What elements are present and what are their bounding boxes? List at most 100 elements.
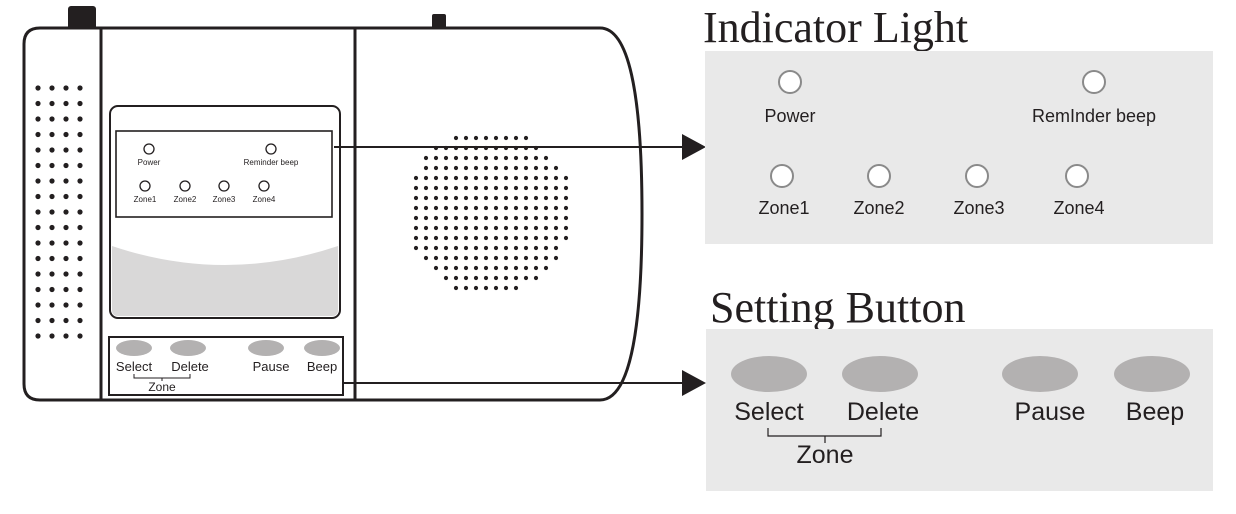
led-zone1-small — [139, 180, 151, 192]
grille-hole — [77, 333, 83, 339]
beep-button-small[interactable] — [304, 340, 340, 356]
speaker-hole — [513, 175, 519, 181]
arrows — [334, 134, 706, 396]
speaker-hole — [483, 285, 489, 291]
speaker-hole — [453, 215, 459, 221]
speaker-hole — [543, 165, 549, 171]
setting-button-panel: Setting Button Select Delete Pause Beep … — [706, 283, 1213, 491]
led-power-small — [143, 143, 155, 155]
label-zone-small: Zone — [148, 380, 176, 394]
speaker-hole — [493, 135, 499, 141]
label-delete: Delete — [847, 398, 919, 426]
speaker-hole — [423, 195, 429, 201]
speaker-hole — [553, 215, 559, 221]
speaker-hole — [473, 185, 479, 191]
label-delete-small: Delete — [171, 359, 209, 374]
pause-button[interactable] — [1002, 356, 1078, 392]
speaker-hole — [413, 175, 419, 181]
speaker-hole — [493, 275, 499, 281]
speaker-hole — [533, 265, 539, 271]
pause-button-small[interactable] — [248, 340, 284, 356]
grille-hole — [63, 100, 69, 107]
grille-hole — [77, 193, 83, 200]
zone-bracket — [767, 428, 882, 443]
speaker-hole — [523, 165, 529, 171]
beep-button[interactable] — [1114, 356, 1190, 392]
grille-hole — [77, 302, 83, 308]
speaker-hole — [413, 225, 419, 231]
led-zone3 — [965, 164, 989, 188]
button-panel-bg — [706, 329, 1213, 491]
speaker-hole — [463, 205, 469, 211]
speaker-hole — [503, 135, 509, 141]
grille-hole — [49, 255, 55, 262]
speaker-hole — [423, 245, 429, 251]
speaker-hole — [533, 195, 539, 201]
speaker-hole — [493, 185, 499, 191]
speaker-hole — [503, 175, 509, 181]
speaker-hole — [523, 245, 529, 251]
speaker-hole — [553, 255, 559, 261]
grille-hole — [49, 240, 55, 246]
speaker-hole — [433, 235, 439, 241]
grille-hole — [63, 271, 69, 277]
select-button[interactable] — [731, 356, 807, 392]
grille-hole — [49, 131, 55, 138]
speaker-hole — [463, 165, 469, 171]
grille-hole — [49, 286, 55, 293]
speaker-hole — [483, 215, 489, 221]
grille-hole — [35, 209, 41, 215]
speaker-hole — [473, 135, 479, 141]
indicator-strip — [115, 130, 333, 218]
speaker-hole — [513, 205, 519, 211]
speaker-hole — [493, 205, 499, 211]
grille-hole — [49, 317, 55, 324]
grille-hole — [35, 116, 41, 122]
grille-hole — [63, 224, 69, 231]
grille-hole — [49, 100, 55, 107]
speaker-hole — [453, 205, 459, 211]
speaker-hole — [513, 165, 519, 171]
speaker-hole — [453, 165, 459, 171]
speaker-hole — [523, 175, 529, 181]
speaker-hole — [443, 185, 449, 191]
speaker-hole — [423, 155, 429, 161]
speaker-hole — [533, 155, 539, 161]
speaker-hole — [413, 245, 419, 251]
speaker-hole — [413, 185, 419, 191]
speaker-hole — [433, 185, 439, 191]
grille-hole — [49, 147, 55, 153]
speaker-hole — [443, 245, 449, 251]
delete-button-small[interactable] — [170, 340, 206, 356]
speaker-hole — [463, 195, 469, 201]
speaker-hole — [453, 195, 459, 201]
display-shade — [112, 246, 338, 316]
grille-hole — [77, 255, 83, 262]
grille-hole — [77, 147, 83, 153]
grille-hole — [49, 193, 55, 200]
speaker-hole — [503, 185, 509, 191]
grille-hole — [63, 333, 69, 339]
grille-hole — [77, 162, 83, 169]
select-button-small[interactable] — [116, 340, 152, 356]
speaker-hole — [473, 215, 479, 221]
grille-hole — [35, 333, 41, 339]
speaker-hole — [443, 265, 449, 271]
grille-hole — [63, 85, 69, 91]
speaker-hole — [503, 235, 509, 241]
grille-hole — [63, 209, 69, 215]
speaker-hole — [523, 205, 529, 211]
grille-hole — [35, 317, 41, 324]
delete-button[interactable] — [842, 356, 918, 392]
speaker-hole — [513, 155, 519, 161]
label-zone3-small: Zone3 — [213, 195, 236, 204]
label-power: Power — [764, 106, 815, 126]
speaker-hole — [513, 245, 519, 251]
speaker-hole — [523, 155, 529, 161]
grille-hole — [35, 131, 41, 138]
grille-hole — [35, 85, 41, 91]
speaker-hole — [433, 165, 439, 171]
speaker-hole — [513, 235, 519, 241]
grille-hole — [49, 224, 55, 231]
